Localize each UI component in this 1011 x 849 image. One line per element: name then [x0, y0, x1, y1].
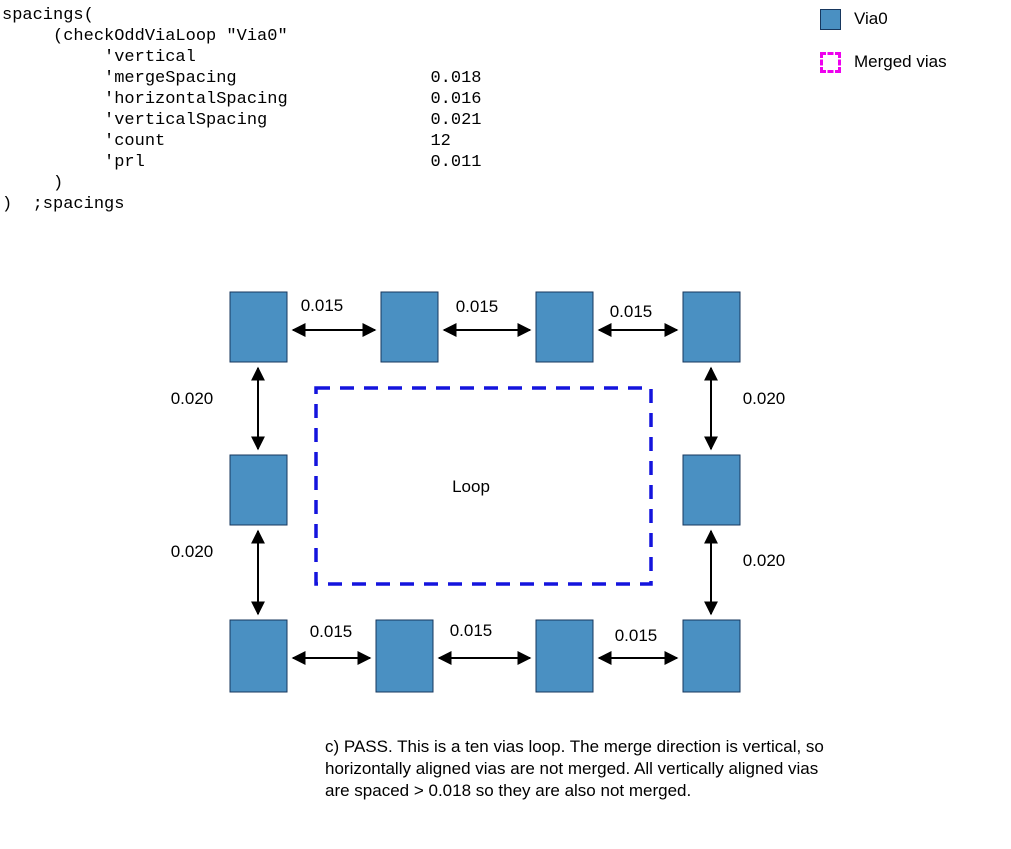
code-line: 'vertical — [2, 48, 196, 67]
caption-line: c) PASS. This is a ten vias loop. The me… — [325, 737, 824, 756]
spacing-label: 0.015 — [456, 297, 499, 316]
code-line: 'verticalSpacing 0.021 — [2, 111, 482, 130]
merged-vias-swatch-icon — [820, 51, 841, 73]
spacing-label: 0.020 — [743, 551, 786, 570]
spacing-label: 0.015 — [615, 626, 658, 645]
spacing-label: 0.015 — [310, 622, 353, 641]
code-line: 'mergeSpacing 0.018 — [2, 69, 482, 88]
via0-swatch-icon — [820, 8, 841, 30]
via — [535, 291, 594, 363]
spacing-label: 0.015 — [301, 296, 344, 315]
legend-label: Via0 — [854, 9, 888, 28]
via — [535, 619, 594, 693]
loop-label: Loop — [452, 477, 490, 496]
legend-label: Merged vias — [854, 52, 947, 71]
via — [229, 619, 288, 693]
via — [229, 454, 288, 526]
code-line: ) — [2, 174, 64, 193]
caption: c) PASS. This is a ten vias loop. The me… — [325, 736, 824, 802]
code-line: ) ;spacings — [2, 195, 125, 214]
legend-item-via0: Via0 — [820, 8, 947, 30]
via — [682, 619, 741, 693]
via — [229, 291, 288, 363]
legend-item-merged-vias: Merged vias — [820, 51, 947, 73]
code-line: 'prl 0.011 — [2, 153, 482, 172]
code-line: 'horizontalSpacing 0.016 — [2, 90, 482, 109]
loop-boundary — [314, 386, 653, 586]
code-line: (checkOddViaLoop "Via0" — [2, 27, 288, 46]
spacing-label: 0.020 — [743, 389, 786, 408]
via — [375, 619, 434, 693]
code-line: 'count 12 — [2, 132, 451, 151]
via — [682, 291, 741, 363]
spacing-label: 0.015 — [450, 621, 493, 640]
spacing-label: 0.020 — [171, 389, 214, 408]
via — [682, 454, 741, 526]
spacing-label: 0.015 — [610, 302, 653, 321]
via — [380, 291, 439, 363]
caption-line: are spaced > 0.018 so they are also not … — [325, 781, 692, 800]
code-block: spacings( (checkOddViaLoop "Via0" 'verti… — [2, 5, 481, 215]
spacing-label: 0.020 — [171, 542, 214, 561]
caption-line: horizontally aligned vias are not merged… — [325, 759, 819, 778]
code-line: spacings( — [2, 6, 94, 25]
legend: Via0 Merged vias — [820, 8, 947, 94]
